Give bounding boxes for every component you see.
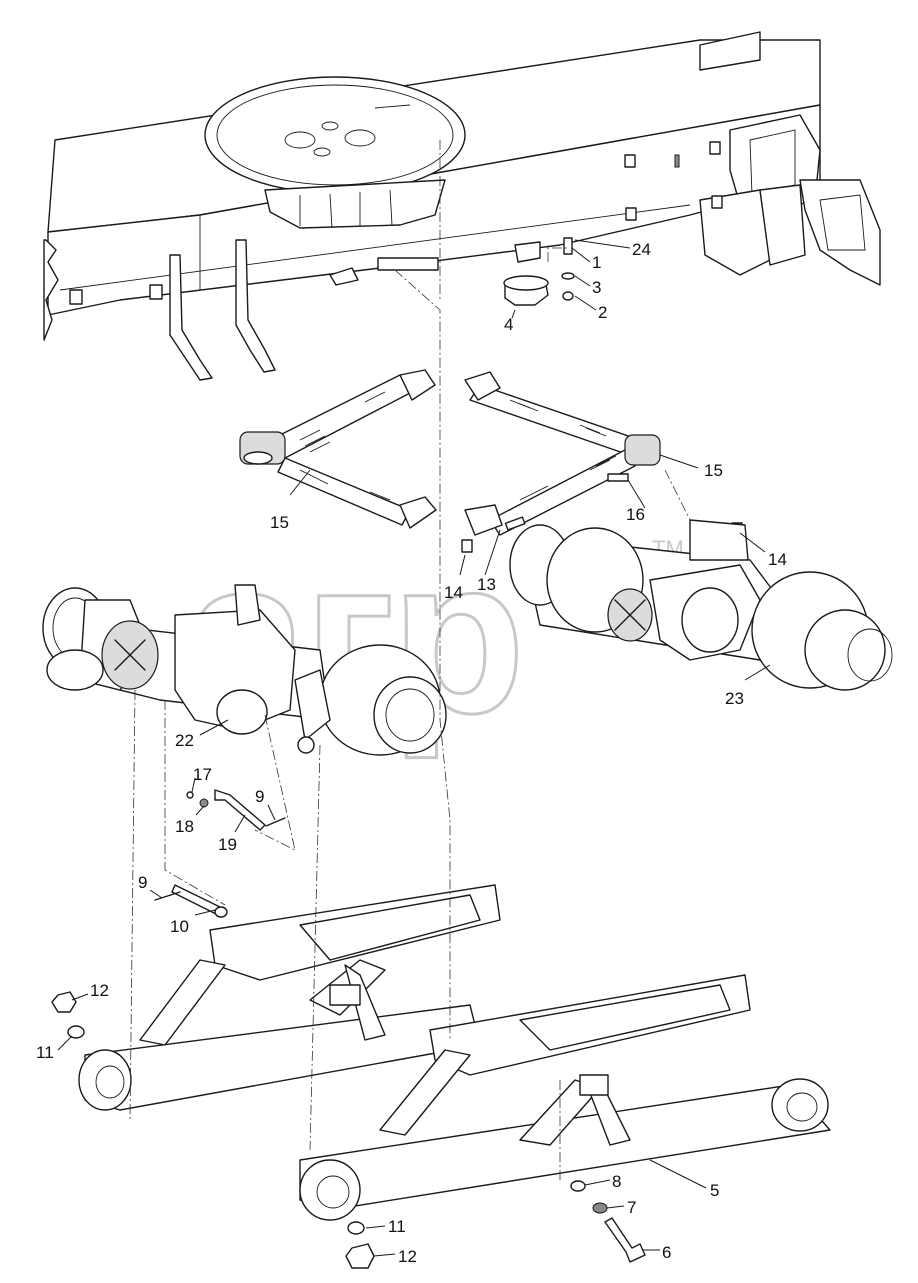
callout-9b: 9 bbox=[138, 873, 147, 892]
callout-14a: 14 bbox=[444, 583, 463, 602]
loose-hardware bbox=[51, 991, 646, 1269]
callout-10: 10 bbox=[170, 917, 189, 936]
callout-6: 6 bbox=[662, 1243, 671, 1262]
callout-24: 24 bbox=[632, 240, 651, 259]
callout-12a: 12 bbox=[90, 981, 109, 1000]
front-axle bbox=[42, 584, 447, 756]
callout-11b: 11 bbox=[388, 1217, 406, 1236]
upper-bogie bbox=[78, 884, 501, 1111]
lower-bogie bbox=[299, 974, 831, 1221]
chassis-frame bbox=[43, 31, 881, 381]
callout-12b: 12 bbox=[398, 1247, 417, 1266]
callout-15a: 15 bbox=[270, 513, 289, 532]
callout-17: 17 bbox=[193, 765, 212, 784]
callout-9a: 9 bbox=[255, 787, 264, 806]
rear-axle bbox=[509, 519, 893, 691]
callout-3: 3 bbox=[592, 278, 601, 297]
alignment-lines bbox=[129, 140, 691, 1180]
callout-23: 23 bbox=[725, 689, 744, 708]
callout-4: 4 bbox=[504, 315, 513, 334]
callout-22: 22 bbox=[175, 731, 194, 750]
callout-8: 8 bbox=[612, 1172, 621, 1191]
leader-lines bbox=[57, 239, 771, 1257]
callout-18: 18 bbox=[175, 817, 194, 836]
callout-2: 2 bbox=[598, 303, 607, 322]
callout-13: 13 bbox=[477, 575, 496, 594]
callout-14b: 14 bbox=[768, 550, 787, 569]
mounting-hardware bbox=[503, 237, 575, 306]
pin-hardware bbox=[154, 789, 286, 918]
callout-15b: 15 bbox=[704, 461, 723, 480]
callout-1: 1 bbox=[592, 253, 601, 272]
callout-11a: 11 bbox=[36, 1043, 54, 1062]
callout-labels: 1 2 3 4 5 6 7 8 9 9 10 11 11 12 12 13 14… bbox=[36, 240, 787, 1266]
callout-5: 5 bbox=[710, 1181, 719, 1200]
callout-19: 19 bbox=[218, 835, 237, 854]
torque-rods bbox=[239, 369, 743, 553]
callout-16: 16 bbox=[626, 505, 645, 524]
callout-7: 7 bbox=[627, 1198, 636, 1217]
